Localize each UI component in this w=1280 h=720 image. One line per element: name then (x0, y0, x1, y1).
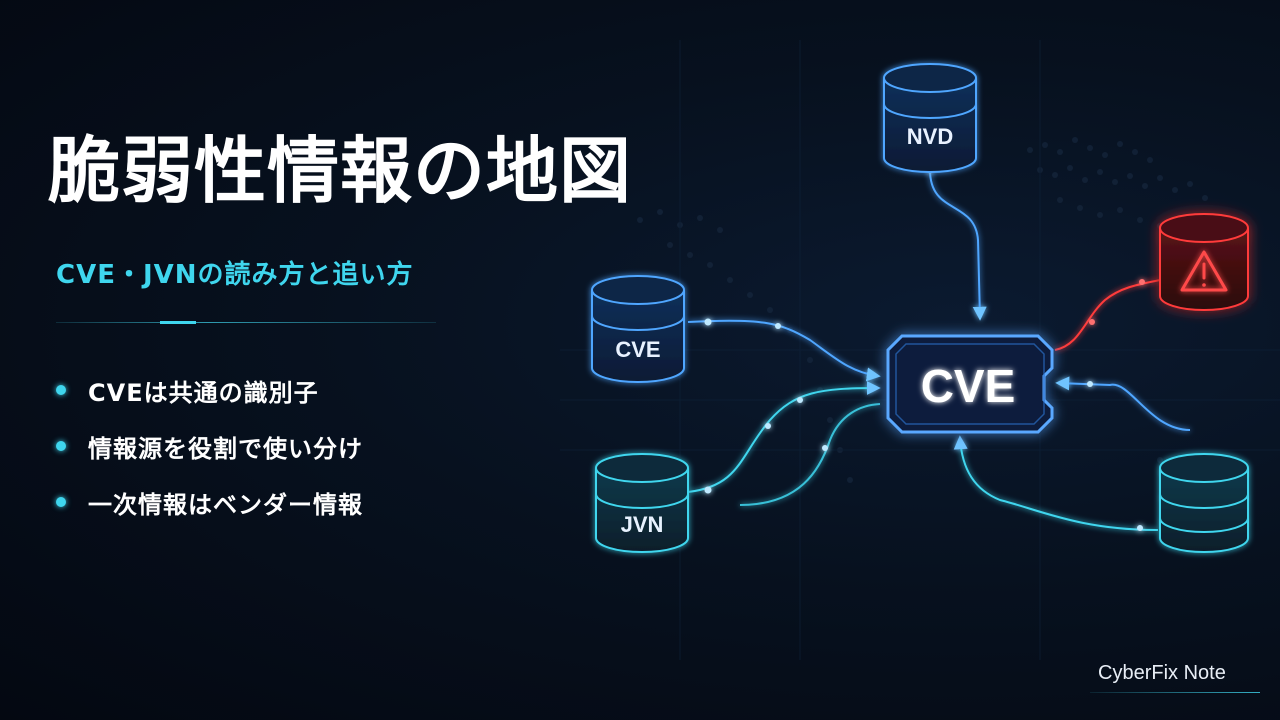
connector-nvd-to-hub (929, 169, 987, 321)
bullet-list: CVEは共通の識別子 情報源を役割で使い分け 一次情報はベンダー情報 (56, 362, 363, 530)
bullet-text: 一次情報はベンダー情報 (88, 490, 363, 519)
connector-lower-to-hub (739, 403, 881, 506)
bullet-text: 情報源を役割で使い分け (88, 434, 363, 463)
page-title: 脆弱性情報の地図 (48, 129, 633, 213)
cve-hub-node (886, 334, 1054, 434)
connector-cve-to-hub (687, 319, 881, 382)
list-item: 一次情報はベンダー情報 (56, 474, 363, 530)
warning-icon (1180, 250, 1228, 292)
divider-accent (160, 321, 196, 324)
connector-hub-to-alert (1054, 279, 1161, 351)
jvn-database-icon (595, 453, 689, 553)
divider (56, 322, 436, 323)
bullet-text: CVEは共通の識別子 (88, 378, 319, 407)
bullet-dot-icon (56, 497, 66, 507)
alert-database-icon (1159, 213, 1249, 311)
page-subtitle: CVE・JVNの読み方と追い方 (56, 260, 414, 290)
vendor-database-icon (1159, 453, 1249, 553)
list-item: CVEは共通の識別子 (56, 362, 363, 418)
brand-underline (1090, 692, 1260, 693)
cve-db-label: CVE (615, 337, 660, 362)
connector-jvn-to-hub (687, 381, 881, 493)
nvd-database-icon (883, 63, 977, 173)
nvd-label: NVD (907, 124, 953, 149)
cve-hub-label: CVE (921, 360, 1016, 412)
connector-right-lower-to-hub (953, 435, 1159, 531)
cve-database-icon (591, 275, 685, 383)
bullet-dot-icon (56, 385, 66, 395)
bullet-dot-icon (56, 441, 66, 451)
brand-label: CyberFix Note (1098, 662, 1226, 684)
jvn-label: JVN (621, 512, 664, 537)
list-item: 情報源を役割で使い分け (56, 418, 363, 474)
connector-right-upper-to-hub (1055, 376, 1191, 431)
